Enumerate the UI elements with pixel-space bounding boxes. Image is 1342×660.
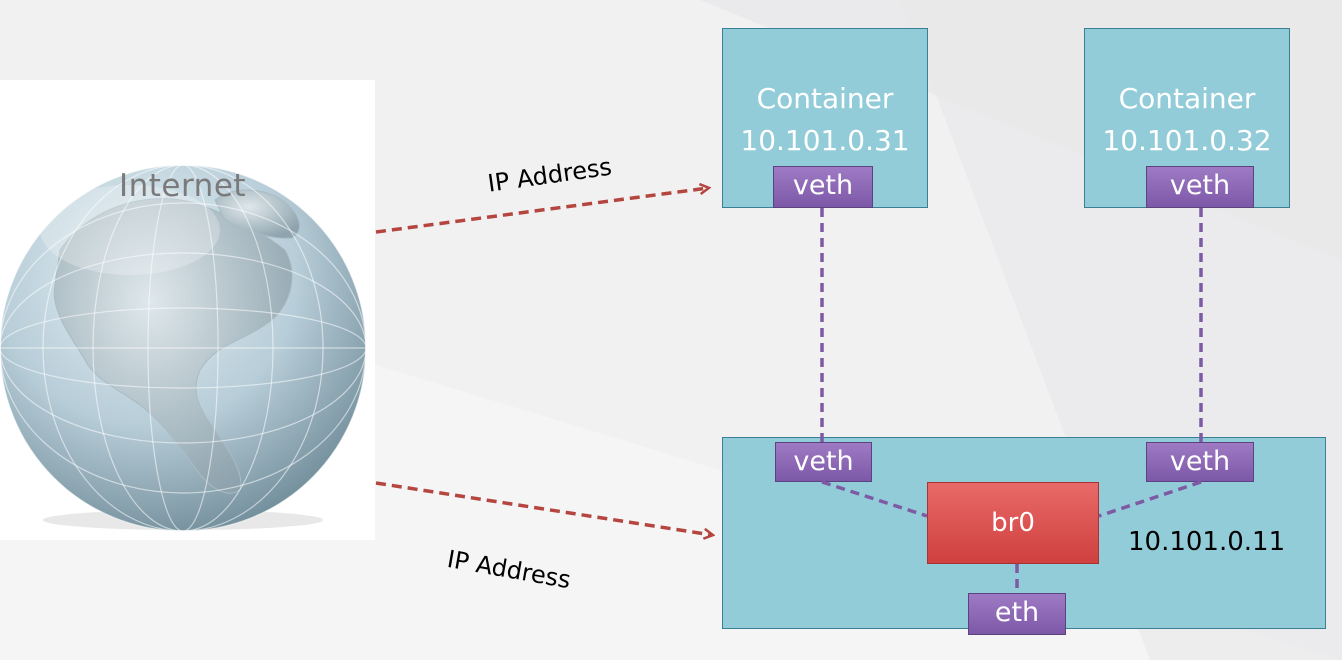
veth-interface-container-1[interactable]: veth xyxy=(773,166,873,208)
veth-interface-host-left[interactable]: veth xyxy=(775,442,872,482)
eth-interface[interactable]: eth xyxy=(968,593,1066,635)
container-ip: 10.101.0.32 xyxy=(1102,124,1272,157)
container-title: Container xyxy=(1118,82,1256,115)
veth-interface-host-right[interactable]: veth xyxy=(1146,442,1254,482)
internet-label: Internet xyxy=(118,168,247,204)
container-title: Container xyxy=(756,82,894,115)
internet-panel: Internet xyxy=(0,80,375,540)
container-ip: 10.101.0.31 xyxy=(740,124,910,157)
veth-interface-container-2[interactable]: veth xyxy=(1146,166,1254,208)
host-ip: 10.101.0.11 xyxy=(1128,527,1286,557)
bridge-br0[interactable]: br0 xyxy=(927,482,1099,564)
globe-icon xyxy=(0,164,367,532)
